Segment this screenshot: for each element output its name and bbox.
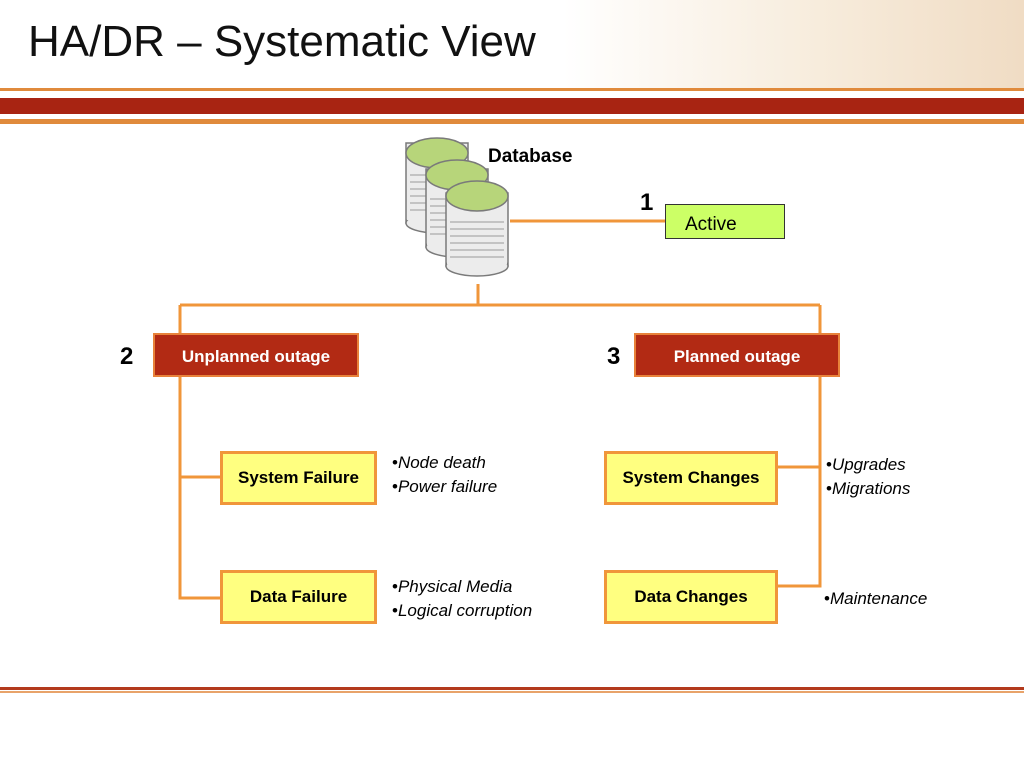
unplanned-tree-connector	[178, 374, 222, 600]
note-item: •Maintenance	[824, 589, 928, 608]
step-number-1: 1	[640, 189, 654, 216]
system-changes-notes: •Upgrades •Migrations	[826, 453, 910, 501]
data-changes-notes: •Maintenance	[824, 587, 927, 611]
header-rule-top	[0, 88, 1024, 91]
system-changes-box: System Changes	[604, 451, 778, 505]
note-text: Migrations	[831, 479, 911, 498]
data-failure-box: Data Failure	[220, 570, 377, 624]
header-banner	[0, 98, 1024, 114]
step-number-3: 3	[607, 343, 621, 370]
db-cylinder-front	[445, 180, 509, 277]
database-label: Database	[488, 146, 573, 167]
system-failure-notes: •Node death •Power failure	[392, 451, 497, 499]
note-item: •Node death	[392, 453, 486, 472]
header-rule-bottom	[0, 119, 1024, 124]
note-text: Upgrades	[831, 455, 906, 474]
note-text: Power failure	[397, 477, 498, 496]
note-item: •Logical corruption	[392, 601, 533, 620]
note-text: Maintenance	[829, 589, 928, 608]
footer-rule	[0, 687, 1024, 690]
unplanned-outage-box: Unplanned outage	[153, 333, 359, 377]
slide-title: HA/DR – Systematic View	[28, 17, 536, 66]
note-item: •Migrations	[826, 479, 911, 498]
active-status-box: Active	[665, 204, 785, 239]
step-number-2: 2	[120, 343, 134, 370]
database-stack-icon	[405, 137, 509, 277]
note-item: •Upgrades	[826, 455, 906, 474]
planned-outage-box: Planned outage	[634, 333, 840, 377]
planned-tree-connector	[776, 374, 822, 588]
note-text: Logical corruption	[397, 601, 533, 620]
system-failure-box: System Failure	[220, 451, 377, 505]
note-text: Physical Media	[397, 577, 513, 596]
data-failure-notes: •Physical Media •Logical corruption	[392, 575, 532, 623]
footer-rule-light	[0, 691, 1024, 693]
note-text: Node death	[397, 453, 486, 472]
note-item: •Power failure	[392, 477, 498, 496]
note-item: •Physical Media	[392, 577, 513, 596]
data-changes-box: Data Changes	[604, 570, 778, 624]
slide-header	[0, 0, 1024, 88]
